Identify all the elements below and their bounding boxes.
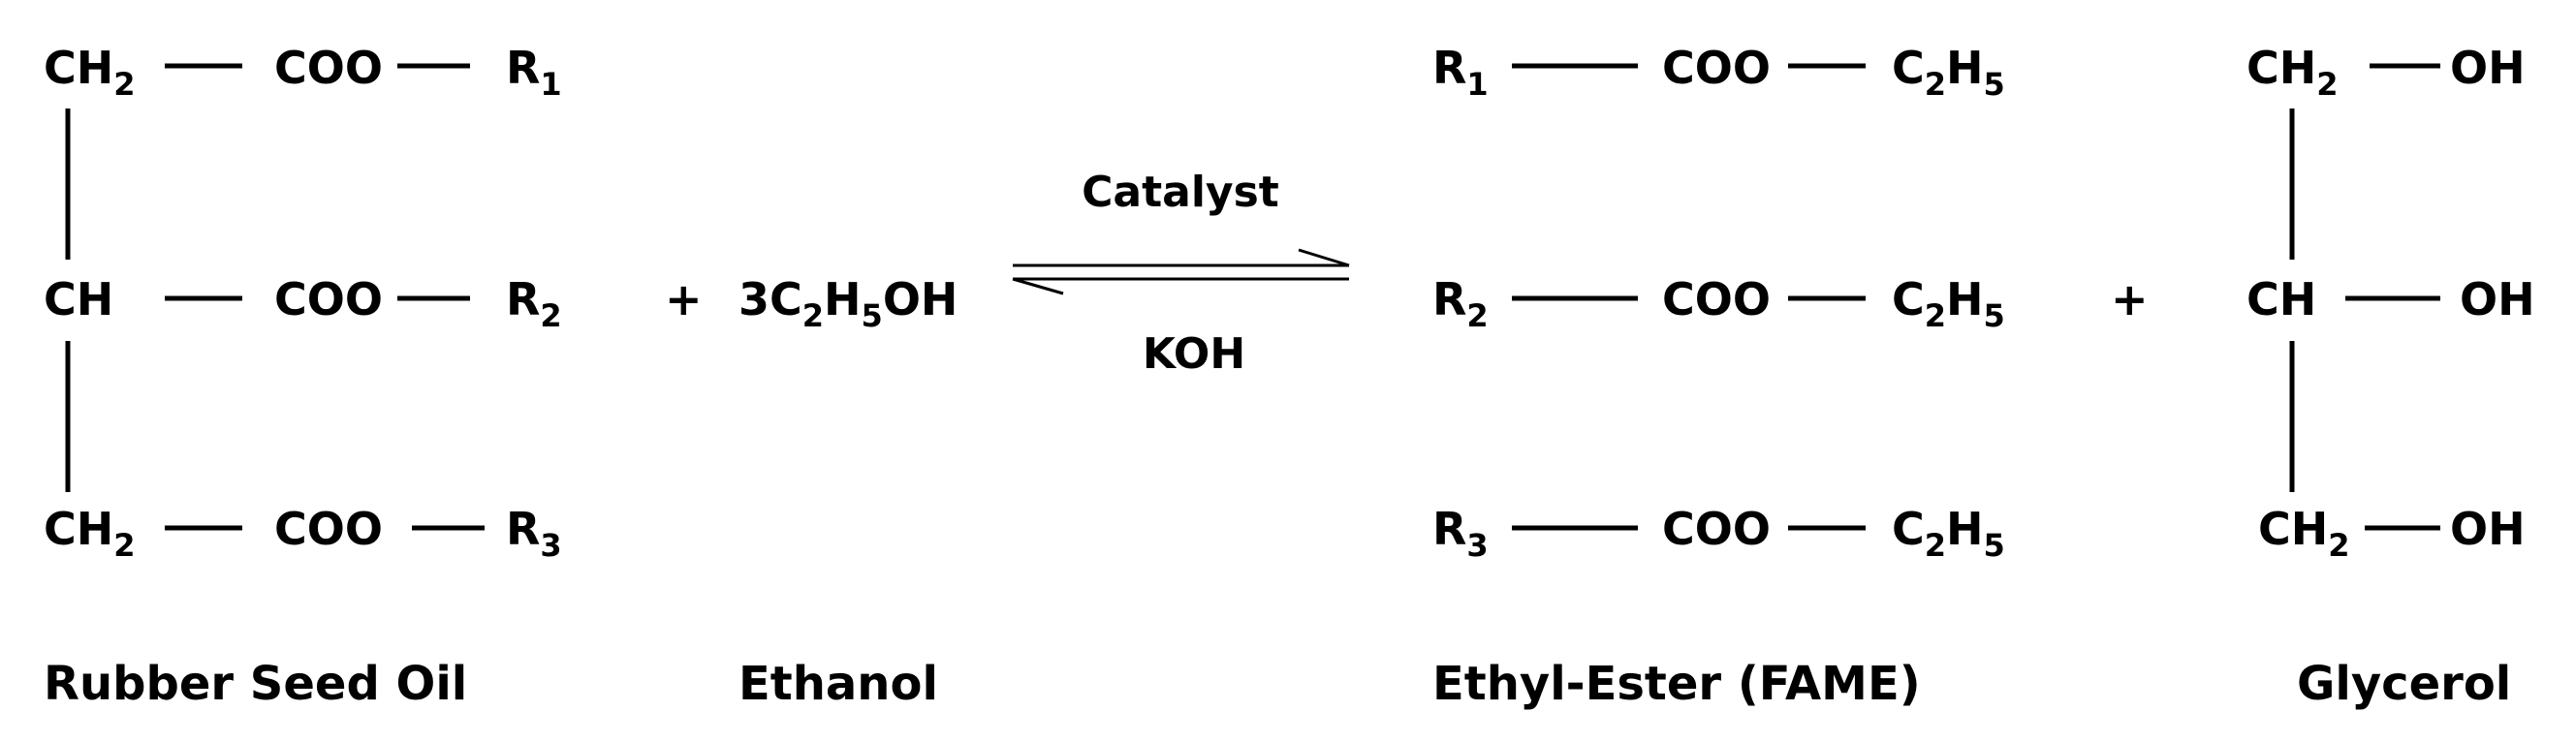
ester-group-1: COO [1662,42,1771,94]
glycerol-carbon-3: CH2 [2258,503,2350,564]
ester-r-group-1: R1 [1432,42,1489,103]
oil-carbon-1: CH2 [44,42,136,103]
oil-r-group-1: R1 [506,42,562,103]
oil-r-group-2: R2 [506,273,562,334]
glycerol-oh-2: OH [2460,273,2535,325]
glycerol-oh-1: OH [2450,42,2526,94]
plus-sign-reactants: + [665,273,703,325]
glycerol-oh-3: OH [2450,503,2526,555]
catalyst-label: Catalyst [1082,168,1279,217]
ester-r-group-2: R2 [1432,273,1489,334]
glycerol-carbon-1: CH2 [2246,42,2339,103]
ester-label: Ethyl-Ester (FAME) [1432,657,1921,711]
triglyceride-structure: CH2 COO R1 CH COO R2 CH2 COO R3 Rubber S… [44,42,562,711]
oil-r-group-3: R3 [506,503,562,564]
equilibrium-arrow-icon [1012,248,1350,295]
ethanol-structure: 3C2H5OH Ethanol [738,273,958,711]
reaction-arrow-group: Catalyst KOH [1012,168,1350,379]
ester-ethyl-2: C2H5 [1892,273,2005,334]
oil-carbon-2: CH [44,273,113,325]
ester-ethyl-1: C2H5 [1892,42,2005,103]
plus-sign-products: + [2111,273,2149,325]
ester-group-2: COO [1662,273,1771,325]
ester-ethyl-3: C2H5 [1892,503,2005,564]
ester-group-3: COO [1662,503,1771,555]
glycerol-structure: CH2 OH CH OH CH2 OH Glycerol [2246,42,2535,711]
oil-label: Rubber Seed Oil [44,657,467,711]
oil-carbon-3: CH2 [44,503,136,564]
ethanol-formula: 3C2H5OH [738,273,958,334]
koh-label: KOH [1143,329,1245,379]
oil-ester-group-2: COO [274,273,383,325]
oil-ester-group-1: COO [274,42,383,94]
glycerol-label: Glycerol [2297,657,2511,711]
ethyl-ester-structure: R1 COO C2H5 R2 COO C2H5 R3 COO C2H5 Ethy… [1432,42,2005,711]
ester-r-group-3: R3 [1432,503,1489,564]
ethanol-label: Ethanol [738,657,938,711]
oil-ester-group-3: COO [274,503,383,555]
glycerol-carbon-2: CH [2246,273,2316,325]
